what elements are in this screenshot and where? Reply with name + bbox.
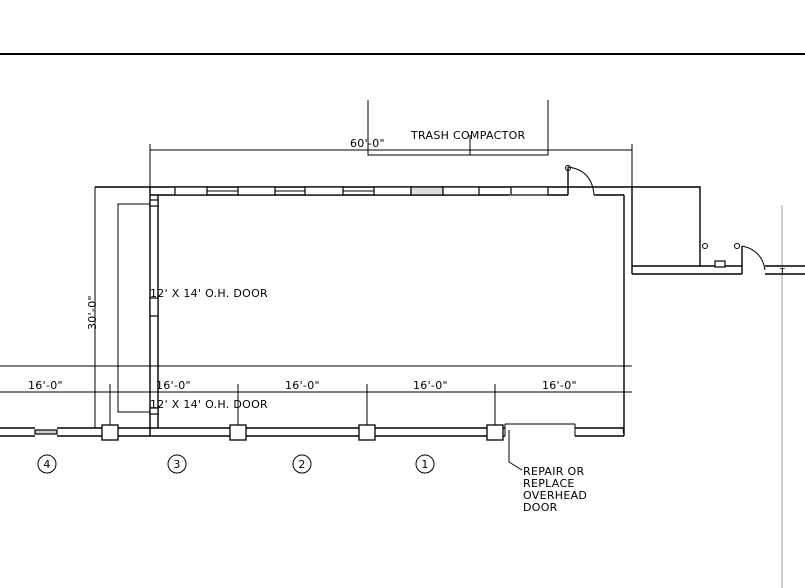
bay-marker-4: 4 <box>37 454 57 474</box>
note-leader-line <box>508 430 523 471</box>
bay-marker-2: 2 <box>292 454 312 474</box>
trash-compactor-enclosure <box>367 100 549 156</box>
bay-number: 3 <box>173 458 180 471</box>
bay-number: 2 <box>298 458 305 471</box>
overhead-door-label-top: 12' X 14' O.H. DOOR <box>150 287 268 300</box>
building-walls <box>0 165 805 437</box>
bay-number: 4 <box>43 458 50 471</box>
small-mark: I <box>622 426 625 435</box>
note-line: REPAIR OR <box>523 465 584 478</box>
bay-dimension-label: 16'-0" <box>285 379 320 392</box>
bay-dimension-label: 16'-0" <box>28 379 63 392</box>
note-line: REPLACE <box>523 477 575 490</box>
bay-marker-1: 1 <box>415 454 435 474</box>
bay-number: 1 <box>421 458 428 471</box>
bay-marker-3: 3 <box>167 454 187 474</box>
depth-dimension-label: 30'-0" <box>86 295 99 330</box>
canopy-lines <box>0 365 632 425</box>
bay-dimension-label: 16'-0" <box>156 379 191 392</box>
bay-dimension-label: 16'-0" <box>542 379 577 392</box>
note-line: OVERHEAD <box>523 489 587 502</box>
note-line: DOOR <box>523 501 558 514</box>
bay-dimension-label: 16'-0" <box>413 379 448 392</box>
width-dimension-label: 60'-0" <box>350 137 385 150</box>
trash-compactor-label: TRASH COMPACTOR <box>410 129 526 142</box>
repair-note: REPAIR OR REPLACE OVERHEAD DOOR <box>523 465 587 514</box>
width-dimension-line <box>149 144 633 188</box>
small-mark: T <box>779 267 785 276</box>
overhead-door-label-bottom: 12' X 14' O.H. DOOR <box>150 398 268 411</box>
columns <box>101 424 504 441</box>
